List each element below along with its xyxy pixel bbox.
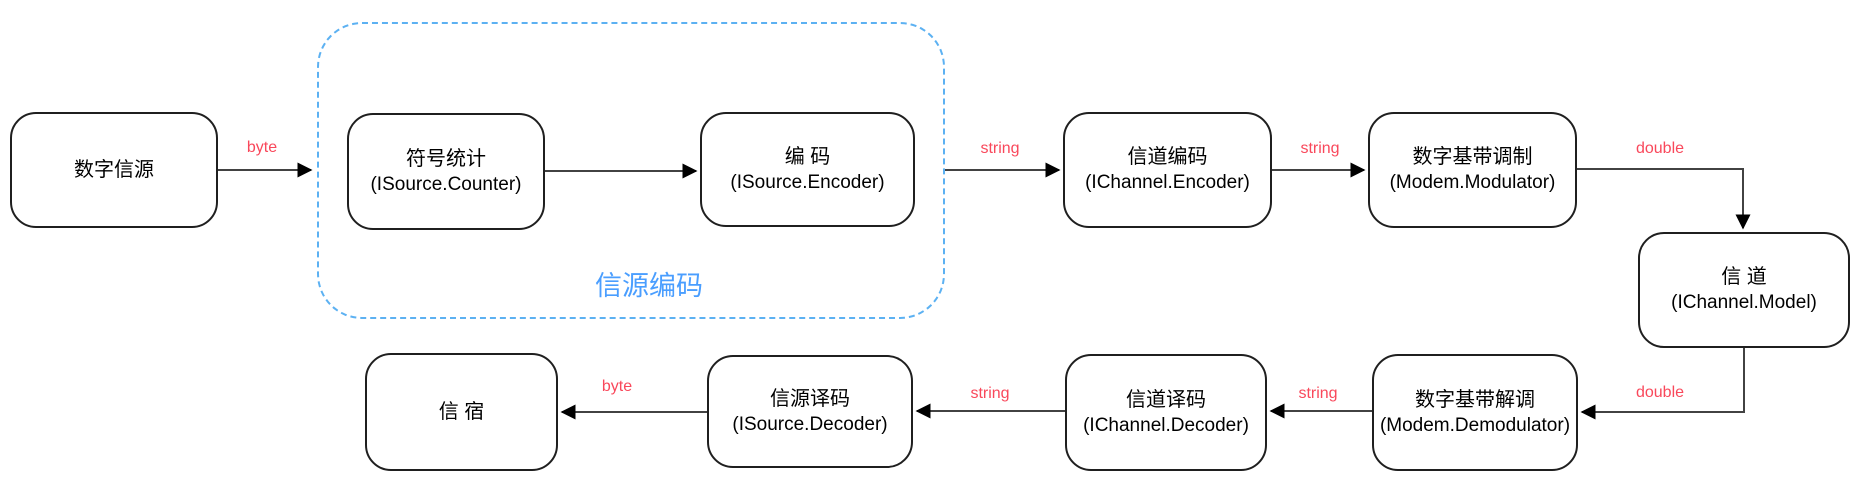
node-channel-encoder-title: 信道编码 bbox=[1127, 146, 1208, 169]
node-sink-title: 信 宿 bbox=[438, 400, 485, 423]
edge-label-double-bottom: double bbox=[1635, 384, 1685, 401]
node-modulator: 数字基带调制 (Modem.Modulator) bbox=[1368, 112, 1577, 228]
node-channel-title: 信 道 bbox=[1721, 266, 1767, 289]
edge-label-byte-top: byte bbox=[246, 139, 278, 156]
edge-label-byte-bottom: byte bbox=[601, 378, 633, 395]
edge-channel-to-demodulator bbox=[1580, 348, 1745, 420]
node-channel-encoder: 信道编码 (IChannel.Encoder) bbox=[1063, 112, 1272, 228]
edge-label-string-bottom-2: string bbox=[970, 385, 1010, 402]
node-modulator-subtitle: (Modem.Modulator) bbox=[1389, 172, 1556, 194]
node-channel: 信 道 (IChannel.Model) bbox=[1638, 232, 1850, 348]
node-source-decoder: 信源译码 (ISource.Decoder) bbox=[707, 355, 913, 468]
edge-label-string-top-1: string bbox=[980, 140, 1020, 157]
node-channel-decoder-subtitle: (IChannel.Decoder) bbox=[1083, 414, 1249, 436]
node-source-decoder-title: 信源译码 bbox=[770, 387, 850, 410]
edge-label-string-bottom-1: string bbox=[1298, 385, 1338, 402]
node-channel-subtitle: (IChannel.Model) bbox=[1671, 292, 1817, 314]
node-digital-source: 数字信源 bbox=[10, 112, 218, 228]
node-symbol-counter-subtitle: (ISource.Counter) bbox=[370, 173, 522, 195]
source-coding-group-box bbox=[317, 22, 945, 319]
node-digital-source-title: 数字信源 bbox=[74, 158, 154, 181]
node-channel-decoder-title: 信道译码 bbox=[1126, 388, 1206, 411]
edge-label-double-top: double bbox=[1635, 140, 1685, 157]
node-demodulator: 数字基带解调 (Modem.Demodulator) bbox=[1372, 354, 1578, 471]
edge-modulator-to-channel bbox=[1577, 168, 1751, 230]
node-source-encoder-subtitle: (ISource.Encoder) bbox=[730, 171, 885, 193]
node-channel-encoder-subtitle: (IChannel.Encoder) bbox=[1085, 172, 1250, 194]
node-symbol-counter-title: 符号统计 bbox=[406, 147, 486, 170]
node-symbol-counter: 符号统计 (ISource.Counter) bbox=[347, 113, 545, 230]
edge-label-string-top-2: string bbox=[1300, 140, 1340, 157]
node-source-encoder-title: 编 码 bbox=[784, 145, 831, 168]
source-coding-group-label: 信源编码 bbox=[595, 271, 703, 301]
node-demodulator-subtitle: (Modem.Demodulator) bbox=[1379, 414, 1571, 436]
node-sink: 信 宿 bbox=[365, 353, 558, 471]
node-source-decoder-subtitle: (ISource.Decoder) bbox=[732, 413, 888, 435]
node-demodulator-title: 数字基带解调 bbox=[1415, 388, 1535, 411]
node-source-encoder: 编 码 (ISource.Encoder) bbox=[700, 112, 915, 227]
node-channel-decoder: 信道译码 (IChannel.Decoder) bbox=[1065, 354, 1267, 471]
node-modulator-title: 数字基带调制 bbox=[1412, 146, 1533, 169]
